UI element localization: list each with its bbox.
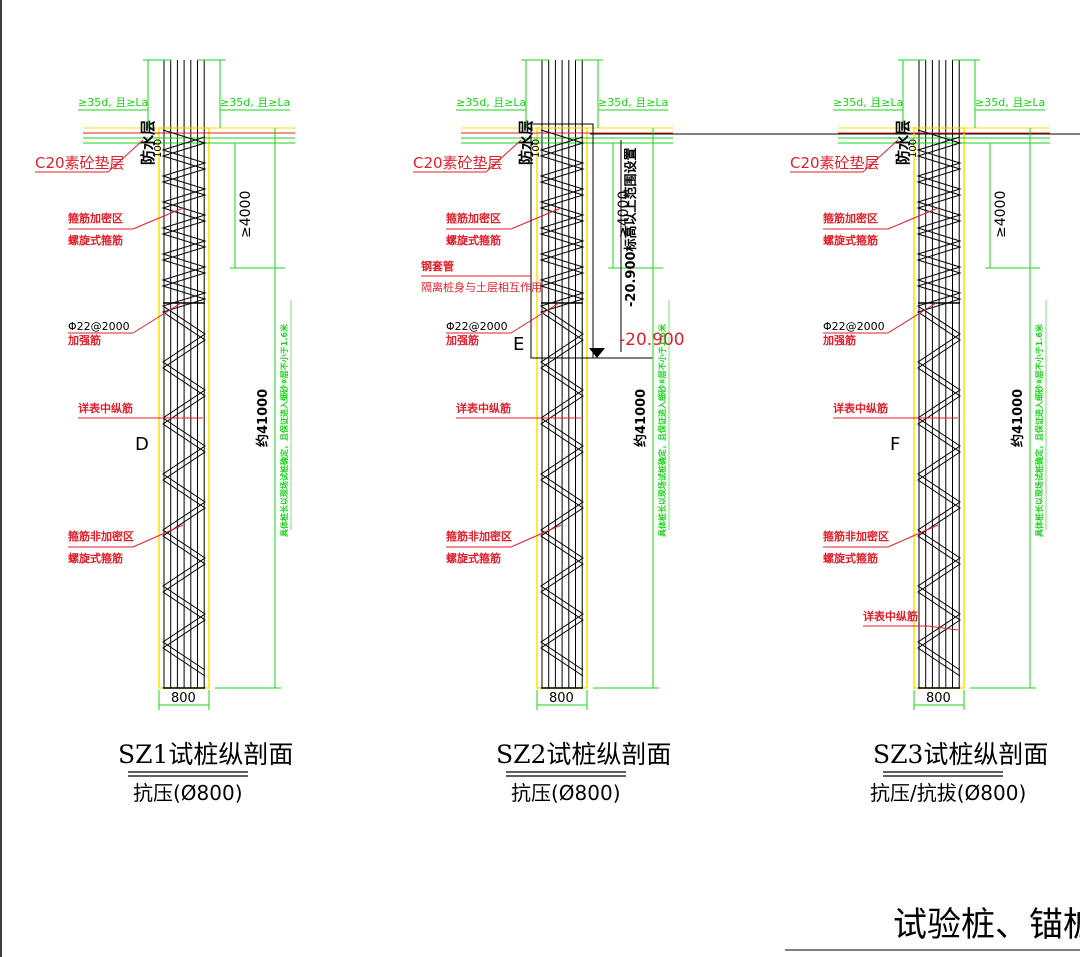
cushion-label: C20素砼垫层 <box>35 154 125 172</box>
dense-length: ≥4000 <box>616 191 632 238</box>
total-length: 约41000 <box>1010 389 1026 447</box>
stiffener-label: Φ22@2000 <box>68 320 130 333</box>
stiffener-label: Φ22@2000 <box>446 320 508 333</box>
sparse-zone-leader <box>887 524 939 548</box>
pile-title: SZ2试桩纵剖面 <box>496 740 671 769</box>
dense-length: ≥4000 <box>238 191 254 238</box>
stiffener-sub: 加强筋 <box>445 333 479 347</box>
spiral-stirrup <box>916 136 962 671</box>
diameter-label: 800 <box>171 691 196 706</box>
stiffener-leader <box>510 302 560 334</box>
steel-casing <box>530 123 594 359</box>
dense-zone-label: 箍筋加密区 <box>68 211 123 225</box>
pile-sz2: ≥35d, 且≥La≥35d, 且≥La防水层100C20素砼垫层箍筋加密区螺旋… <box>413 59 685 805</box>
dense-zone-sub: 螺旋式箍筋 <box>446 233 501 247</box>
sparse-zone-label: 箍筋非加密区 <box>446 529 512 543</box>
pile-subtitle: 抗压(Ø800) <box>133 781 243 805</box>
pile-subtitle: 抗压/抗拔(Ø800) <box>870 781 1026 805</box>
pile-sz3: ≥35d, 且≥La ≥35d, 且≥La 防水层100C20素砼垫层箍筋加密区螺旋… <box>790 59 1050 805</box>
pile-subtitle: 抗压(Ø800) <box>511 781 621 805</box>
casing-note: -20.900标高以上范围设置 <box>623 147 639 307</box>
longitudinal-label: 详表中纵筋 <box>833 401 888 415</box>
sparse-zone-label: 箍筋非加密区 <box>823 529 889 543</box>
waterproof-label: 防水层 <box>894 120 912 165</box>
elevation-label: -20.900 <box>619 330 685 350</box>
sparse-zone-sub: 螺旋式箍筋 <box>446 551 501 565</box>
stiffener-sub: 加强筋 <box>67 333 101 347</box>
piles-layer: ≥35d, 且≥La≥35d, 且≥La防水层100C20素砼垫层箍筋加密区螺旋… <box>35 59 1050 805</box>
stiffener-label: Φ22@2000 <box>823 320 885 333</box>
sheet-title: 试验桩、锚桩 <box>893 905 1080 945</box>
anchor-label-right: ≥35d, 且≥La <box>598 96 668 109</box>
total-length: 约41000 <box>633 389 649 447</box>
dense-zone-leader <box>887 207 939 230</box>
waterproof-value: 100 <box>153 139 164 158</box>
spiral-stirrup <box>161 129 207 677</box>
waterproof-value: 100 <box>531 139 542 158</box>
section-mark: D <box>135 434 149 455</box>
sparse-zone-leader <box>132 524 184 548</box>
dense-zone-sub: 螺旋式箍筋 <box>68 233 123 247</box>
section-mark: E <box>513 334 524 355</box>
longitudinal-label: 详表中纵筋 <box>78 401 133 415</box>
anchor-label-left: ≥35d, 且≥La <box>833 96 903 109</box>
total-length: 约41000 <box>255 389 271 447</box>
cushion-leader <box>485 139 522 173</box>
casing-label: 钢套管 <box>421 259 454 273</box>
pile-title: SZ1试桩纵剖面 <box>118 740 293 769</box>
stiffener-leader <box>887 302 937 334</box>
stiffener-sub: 加强筋 <box>822 333 856 347</box>
anchor-label-right: ≥35d, 且≥La <box>975 96 1045 109</box>
cushion-leader <box>862 139 899 173</box>
sparse-zone-label: 箍筋非加密区 <box>68 529 134 543</box>
waterproof-label: 防水层 <box>139 120 157 165</box>
vertical-note: 具体桩长以现场试桩确定，且保证进入细砂⑧层不小于1.6米 <box>657 323 667 537</box>
vertical-note: 具体桩长以现场试桩确定，且保证进入细砂⑧层不小于1.6米 <box>279 323 289 537</box>
spiral-stirrup <box>916 129 962 677</box>
spiral-stirrup <box>539 129 585 677</box>
sparse-zone-sub: 螺旋式箍筋 <box>68 551 123 565</box>
anchor-label-right: ≥35d, 且≥La <box>220 96 290 109</box>
cushion-label: C20素砼垫层 <box>413 154 503 172</box>
sparse-zone-sub: 螺旋式箍筋 <box>823 551 878 565</box>
sparse-zone-leader <box>510 524 562 548</box>
diameter-label: 800 <box>926 691 951 706</box>
longitudinal-label: 详表中纵筋 <box>456 401 511 415</box>
dense-zone-leader <box>132 207 184 230</box>
pile-sz1: ≥35d, 且≥La ≥35d, 且≥La 防水层100C20素砼垫层箍筋加密区螺旋… <box>35 59 295 805</box>
cushion-label: C20素砼垫层 <box>790 154 880 172</box>
dense-zone-label: 箍筋加密区 <box>823 211 878 225</box>
waterproof-value: 100 <box>908 139 919 158</box>
vertical-note: 具体桩长以现场试桩确定，且保证进入细砂⑧层不小于1.6米 <box>1034 323 1044 537</box>
anchor-label-left: ≥35d, 且≥La <box>456 96 526 109</box>
longitudinal-lower-label: 详表中纵筋 <box>863 609 918 623</box>
stiffener-leader <box>132 302 182 334</box>
section-mark: F <box>890 434 900 455</box>
elevation-marker <box>589 348 605 358</box>
pile-title: SZ3试桩纵剖面 <box>873 740 1048 769</box>
dense-zone-sub: 螺旋式箍筋 <box>823 233 878 247</box>
anchor-label-left: ≥35d, 且≥La <box>78 96 148 109</box>
cushion-leader <box>107 139 144 173</box>
longitudinal-lower-leader <box>927 625 959 631</box>
dense-zone-label: 箍筋加密区 <box>446 211 501 225</box>
dense-length: ≥4000 <box>993 191 1009 238</box>
casing-sub: 隔离桩身与土层相互作用 <box>421 280 542 294</box>
dense-zone-leader <box>510 207 562 230</box>
diameter-label: 800 <box>549 691 574 706</box>
spiral-stirrup <box>539 136 585 671</box>
spiral-stirrup <box>161 136 207 671</box>
